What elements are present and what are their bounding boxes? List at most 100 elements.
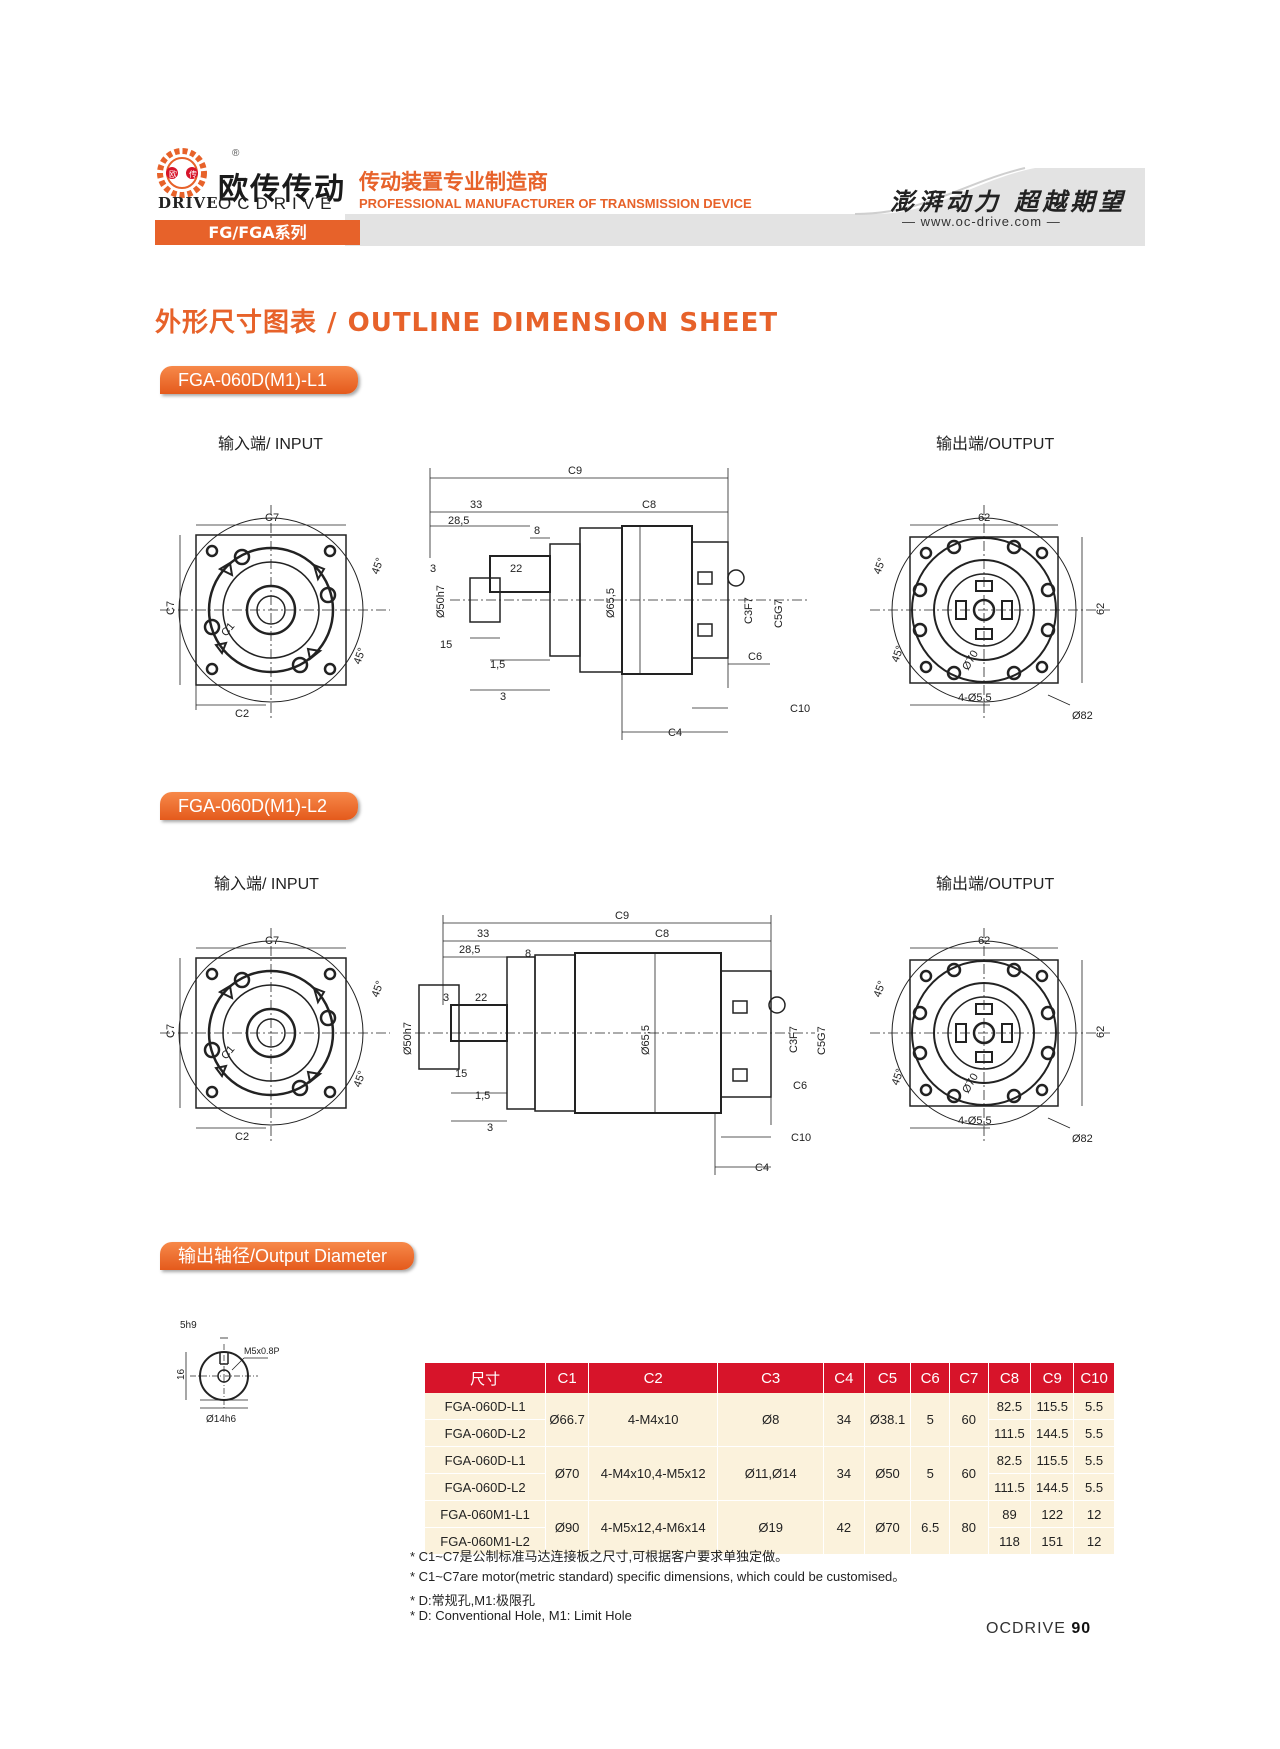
c9-cell: 115.5 (1030, 1446, 1075, 1474)
c4-cell: 34 (823, 1446, 865, 1501)
page-title: 外形尺寸图表 / OUTLINE DIMENSION SHEET (155, 308, 779, 338)
output-diameter-label: 输出轴径/Output Diameter (160, 1242, 414, 1270)
thread-spec: M5x0.8P (244, 1346, 280, 1356)
side-view-drawing-l2: C9 33 C8 28,5 8 3 22 15 1,5 3 Ø50h7 Ø65,… (402, 910, 828, 1175)
dim-50h7: Ø50h7 (435, 585, 447, 618)
c9-cell: 115.5 (1030, 1393, 1075, 1420)
output-view-drawing-l2: 62 62 4-Ø5,5 Ø82 Ø70 45° 45° (870, 928, 1110, 1145)
c5-cell: Ø70 (864, 1500, 912, 1555)
dim-3-bottom: 3 (500, 691, 506, 703)
logo-ocdrive-text: OCDRIVE (218, 194, 338, 213)
table-row: FGA-060M1-L1 Ø90 4-M5x12,4-M6x14 Ø19 42 … (425, 1500, 1115, 1555)
c3-cell: Ø11,Ø14 (717, 1446, 825, 1501)
dim-3-top: 3 (430, 563, 436, 575)
logo-drive-text: DRIVE (158, 194, 219, 212)
c8-cell: 82.5 (988, 1393, 1032, 1420)
dim-c10: C10 (790, 703, 810, 715)
dim-45-upper: 45° (370, 556, 387, 576)
slogan: 澎湃动力 超越期望 (890, 187, 1127, 216)
dim-62-side: 62 (1095, 603, 1107, 615)
dim-c10-l2: C10 (791, 1132, 811, 1144)
c7-cell: 60 (949, 1446, 989, 1501)
section-label-l1: FGA-060D(M1)-L1 (160, 366, 358, 394)
key-height: 16 (176, 1368, 187, 1380)
dim-33: 33 (470, 499, 482, 511)
page-footer: OCDRIVE 90 (986, 1620, 1091, 1638)
dim-1-5-l2: 1,5 (475, 1090, 490, 1102)
c8-cell: 82.5 (988, 1446, 1032, 1474)
dim-65-5: Ø65,5 (605, 588, 617, 618)
dim-c2-l2: C2 (235, 1131, 249, 1143)
model-cell: FGA-060D-L2 (425, 1419, 547, 1447)
footer-brand: OCDRIVE (986, 1620, 1066, 1637)
dim-45-lower-l2: 45° (352, 1069, 369, 1089)
dim-82: Ø82 (1072, 710, 1093, 722)
table-header-c4: C4 (823, 1363, 865, 1393)
c1-cell: Ø66.7 (545, 1393, 590, 1447)
c3-cell: Ø19 (717, 1500, 825, 1555)
c8-cell: 111.5 (988, 1419, 1032, 1447)
c8-cell: 118 (988, 1527, 1032, 1555)
dim-c1: C1 (219, 620, 237, 638)
header-band (345, 167, 1145, 246)
output-diameter-drawing: 5h9 16 M5x0.8P Ø14h6 (176, 1320, 280, 1425)
shaft-diameter: Ø14h6 (206, 1414, 236, 1425)
model-cell: FGA-060D-L2 (425, 1473, 547, 1501)
dim-15-l2: 15 (455, 1068, 467, 1080)
table-header-size: 尺寸 (425, 1363, 547, 1393)
dim-62-side-l2: 62 (1095, 1026, 1107, 1038)
page-number: 90 (1071, 1620, 1092, 1637)
model-cell: FGA-060M1-L2 (425, 1527, 547, 1555)
c5-cell: Ø50 (864, 1446, 912, 1501)
dim-28-5-l2: 28,5 (459, 944, 480, 956)
dim-c7-side: C7 (165, 601, 177, 615)
table-row: FGA-060D-L2 111.5 144.5 5.5 (425, 1473, 1115, 1501)
dim-8: 8 (534, 525, 540, 537)
c1-cell: Ø70 (545, 1446, 590, 1501)
dim-c4-l2: C4 (755, 1162, 769, 1174)
note-3: * D:常规孔,M1:极限孔 (410, 1593, 535, 1608)
side-view-drawing-l1: C9 33 C8 28,5 8 3 22 15 1,5 3 Ø50h7 Ø65,… (429, 465, 810, 740)
dim-c3f7: C3F7 (743, 597, 755, 624)
key-width: 5h9 (180, 1320, 197, 1331)
table-row: FGA-060D-L2 111.5 144.5 5.5 (425, 1419, 1115, 1447)
table-header-c2: C2 (588, 1363, 719, 1393)
dim-c6: C6 (748, 651, 762, 663)
dim-45-upper-out: 45° (872, 556, 889, 576)
table-header-c9: C9 (1030, 1363, 1075, 1393)
dim-c8: C8 (642, 499, 656, 511)
dim-3-top-l2: 3 (443, 992, 449, 1004)
c10-cell: 5.5 (1073, 1446, 1115, 1474)
dim-c1-l2: C1 (219, 1043, 237, 1061)
input-label-l2: 输入端/ INPUT (214, 876, 319, 893)
dim-33-l2: 33 (477, 928, 489, 940)
model-cell: FGA-060D-L1 (425, 1446, 547, 1474)
section-label-l2: FGA-060D(M1)-L2 (160, 792, 358, 820)
table-header-c10: C10 (1073, 1363, 1115, 1393)
c9-cell: 122 (1030, 1500, 1075, 1528)
c10-cell: 12 (1073, 1500, 1115, 1528)
c4-cell: 34 (823, 1393, 865, 1447)
dim-22: 22 (510, 563, 522, 575)
table-header-row: 尺寸 C1 C2 C3 C4 C5 C6 C7 C8 C9 C10 (425, 1363, 1115, 1393)
c10-cell: 5.5 (1073, 1473, 1115, 1501)
dim-15: 15 (440, 639, 452, 651)
logo-gear-icon: 欧 传 (157, 148, 207, 198)
dim-c9: C9 (568, 465, 582, 477)
website-url: — www.oc-drive.com — (902, 214, 1061, 229)
registered-mark: ® (232, 148, 240, 159)
tagline-chinese: 传动装置专业制造商 (359, 170, 548, 194)
c4-cell: 42 (823, 1500, 865, 1555)
table-row: FGA-060D-L1 Ø70 4-M4x10,4-M5x12 Ø11,Ø14 … (425, 1446, 1115, 1501)
dim-62-top: 62 (978, 512, 990, 524)
output-label-l2: 输出端/OUTPUT (936, 876, 1055, 893)
dim-65-5-l2: Ø65,5 (640, 1025, 652, 1055)
series-label: FG/FGA系列 (155, 220, 360, 245)
note-2: * C1~C7are motor(metric standard) specif… (410, 1569, 906, 1584)
dimension-table: 尺寸 C1 C2 C3 C4 C5 C6 C7 C8 C9 C10 FGA-06… (425, 1363, 1115, 1555)
svg-text:欧: 欧 (169, 169, 177, 179)
table-header-c8: C8 (988, 1363, 1032, 1393)
note-4: * D: Conventional Hole, M1: Limit Hole (410, 1608, 632, 1623)
table-header-c5: C5 (864, 1363, 912, 1393)
c10-cell: 5.5 (1073, 1393, 1115, 1420)
